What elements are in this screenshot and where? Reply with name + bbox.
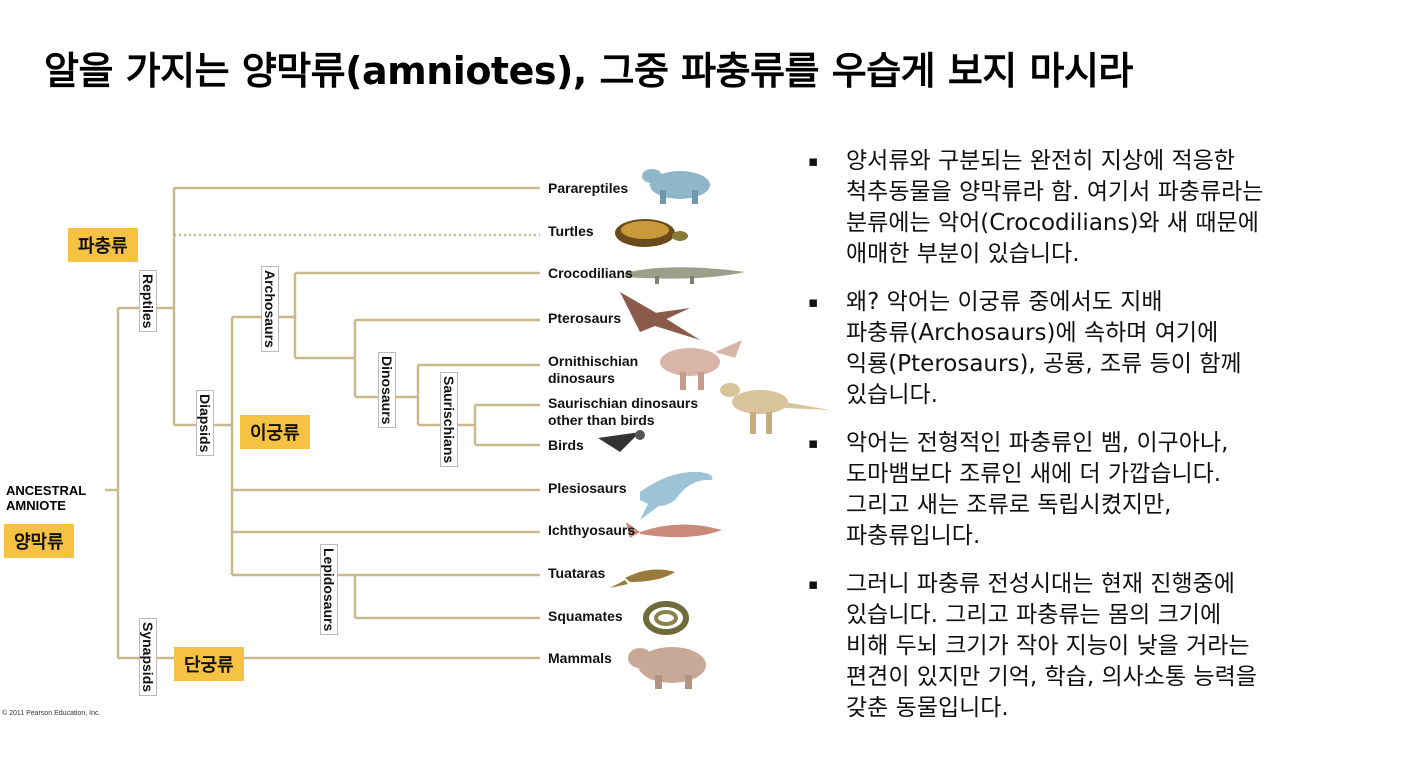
- phylogenetic-tree: Parareptiles Turtles Crocodilians Pteros…: [0, 140, 840, 740]
- leaf-pterosaurs: Pterosaurs: [548, 310, 622, 326]
- slide-title: 알을 가지는 양막류(amniotes), 그중 파충류를 우습게 보지 마시라: [44, 49, 1133, 93]
- bullet-text: 왜? 악어는 이궁류 중에서도 지배 파충류(Archosaurs)에 속하며 …: [846, 289, 1242, 408]
- bullet-item: ▪ 양서류와 구분되는 완전히 지상에 적응한 척추동물을 양막류라 함. 여기서…: [808, 146, 1398, 270]
- turtle-icon: [615, 219, 688, 247]
- ichthyosaur-icon: [626, 522, 722, 538]
- squamate-icon: [643, 601, 689, 635]
- tree-branches: [105, 169, 830, 689]
- bullet-marker: ▪: [808, 152, 819, 170]
- bullet-text: 그러니 파충류 전성시대는 현재 진행중에 있습니다. 그리고 파충류는 몸의 …: [846, 571, 1257, 721]
- label-amniotes-ko: 양막류: [4, 524, 74, 558]
- plesiosaur-icon: [640, 471, 713, 520]
- leaf-plesiosaurs: Plesiosaurs: [548, 480, 627, 496]
- leaf-parareptiles: Parareptiles: [548, 180, 629, 196]
- label-diapsids-ko: 이궁류: [240, 415, 310, 449]
- ancestral-amniote-label: ANCESTRAL AMNIOTE: [6, 483, 87, 513]
- bullet-marker: ▪: [808, 434, 819, 452]
- bullet-marker: ▪: [808, 575, 819, 593]
- crocodile-icon: [625, 267, 745, 284]
- leaf-saurischian: Saurischian dinosaurs other than birds: [548, 395, 699, 428]
- bullet-text: 양서류와 구분되는 완전히 지상에 적응한 척추동물을 양막류라 함. 여기서 …: [846, 148, 1264, 267]
- mammal-icon: [628, 647, 706, 689]
- clade-diapsids: Diapsids: [196, 390, 214, 457]
- leaf-squamates: Squamates: [548, 608, 623, 624]
- bullet-item: ▪ 왜? 악어는 이궁류 중에서도 지배 파충류(Archosaurs)에 속하며…: [808, 287, 1398, 411]
- clade-archosaurs: Archosaurs: [261, 266, 279, 352]
- bullet-item: ▪ 그러니 파충류 전성시대는 현재 진행중에 있습니다. 그리고 파충류는 몸의…: [808, 569, 1398, 724]
- leaf-ichthyosaurs: Ichthyosaurs: [548, 522, 636, 538]
- copyright-note: © 2011 Pearson Education, Inc.: [2, 710, 101, 717]
- label-reptiles-ko: 파충류: [68, 228, 138, 262]
- leaf-turtles: Turtles: [548, 223, 594, 239]
- saurischian-icon: [720, 383, 830, 434]
- label-synapsids-ko: 단궁류: [174, 647, 244, 681]
- bird-icon: [598, 430, 645, 452]
- bullet-text: 악어는 전형적인 파충류인 뱀, 이구아나, 도마뱀보다 조류인 새에 더 가깝…: [846, 430, 1229, 549]
- leaf-ornithischian: Ornithischian dinosaurs: [548, 353, 639, 386]
- leaf-crocodilians: Crocodilians: [548, 265, 633, 281]
- ornithischian-icon: [660, 340, 742, 390]
- bullet-item: ▪ 악어는 전형적인 파충류인 뱀, 이구아나, 도마뱀보다 조류인 새에 더 가…: [808, 428, 1398, 552]
- clade-lepidosaurs: Lepidosaurs: [320, 544, 338, 636]
- clade-saurischians: Saurischians: [440, 372, 458, 468]
- clade-reptiles: Reptiles: [139, 270, 157, 333]
- parareptile-icon: [642, 169, 710, 204]
- leaf-birds: Birds: [548, 437, 584, 453]
- clade-dinosaurs: Dinosaurs: [378, 352, 396, 429]
- bullet-marker: ▪: [808, 293, 819, 311]
- leaf-mammals: Mammals: [548, 650, 612, 666]
- leaf-tuataras: Tuataras: [548, 565, 606, 581]
- tuatara-icon: [610, 569, 675, 588]
- clade-synapsids: Synapsids: [139, 618, 157, 697]
- bullet-list: ▪ 양서류와 구분되는 완전히 지상에 적응한 척추동물을 양막류라 함. 여기서…: [808, 146, 1398, 741]
- pterosaur-icon: [620, 292, 700, 340]
